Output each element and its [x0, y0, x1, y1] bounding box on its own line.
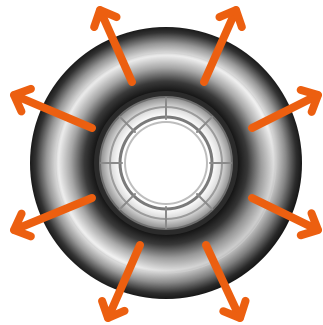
rim	[94, 91, 238, 235]
